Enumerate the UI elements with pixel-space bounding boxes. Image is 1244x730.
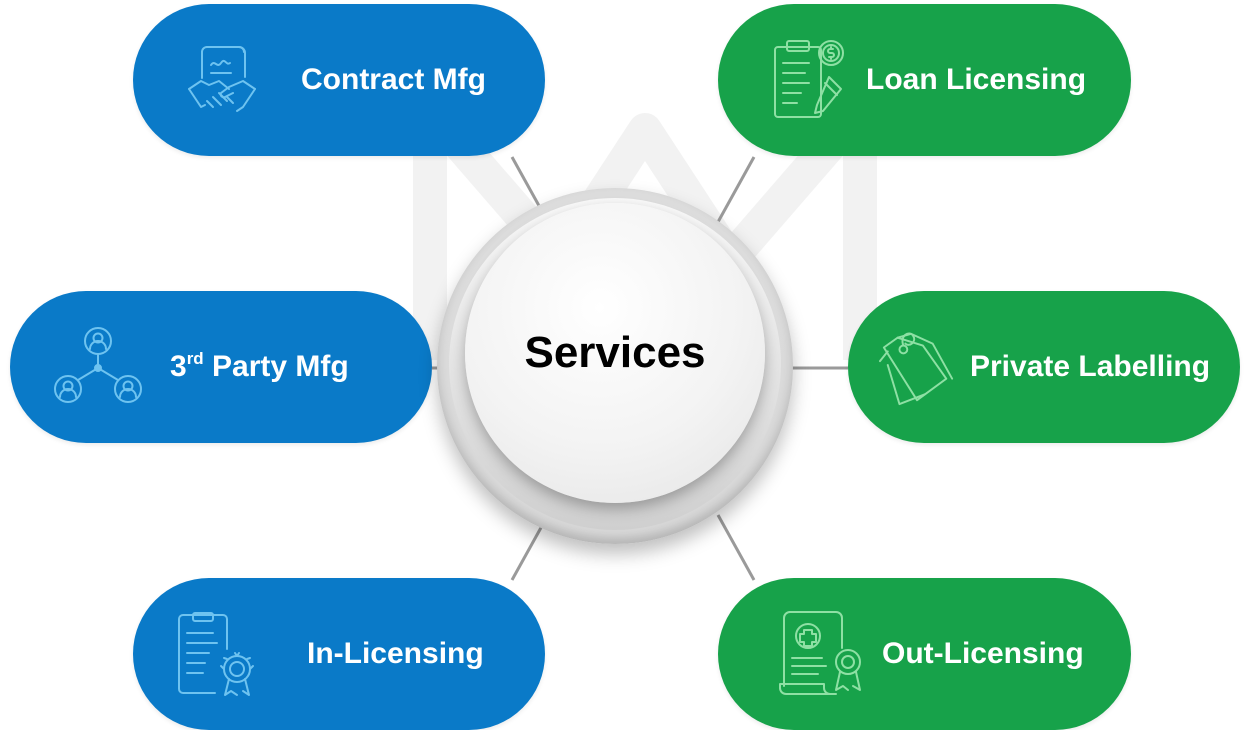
service-out-licensing: Out-Licensing (718, 578, 1131, 730)
medical-certificate-scroll-icon (776, 608, 872, 700)
connector-loan (716, 156, 756, 223)
service-private-labelling: Private Labelling (848, 291, 1240, 443)
price-tags-icon (878, 325, 958, 409)
hub-circle: Services (465, 203, 765, 503)
service-third-party-mfg: 3rd Party Mfg (10, 291, 432, 443)
handshake-contract-icon (183, 43, 261, 117)
connector-out-licensing (716, 514, 756, 581)
service-label: Out-Licensing (882, 637, 1084, 670)
service-contract-mfg: Contract Mfg (133, 4, 545, 156)
service-label: Private Labelling (970, 350, 1211, 383)
service-loan-licensing: Loan Licensing (718, 4, 1131, 156)
service-label: Contract Mfg (301, 63, 486, 96)
service-label: Loan Licensing (866, 63, 1087, 96)
service-in-licensing: In-Licensing (133, 578, 545, 730)
service-label: 3rd Party Mfg (170, 349, 349, 383)
service-label: In-Licensing (307, 637, 484, 670)
document-certificate-icon (175, 611, 261, 697)
hub-title: Services (524, 328, 706, 377)
clipboard-dollar-pen-icon (768, 37, 850, 123)
network-users-icon (52, 325, 144, 409)
